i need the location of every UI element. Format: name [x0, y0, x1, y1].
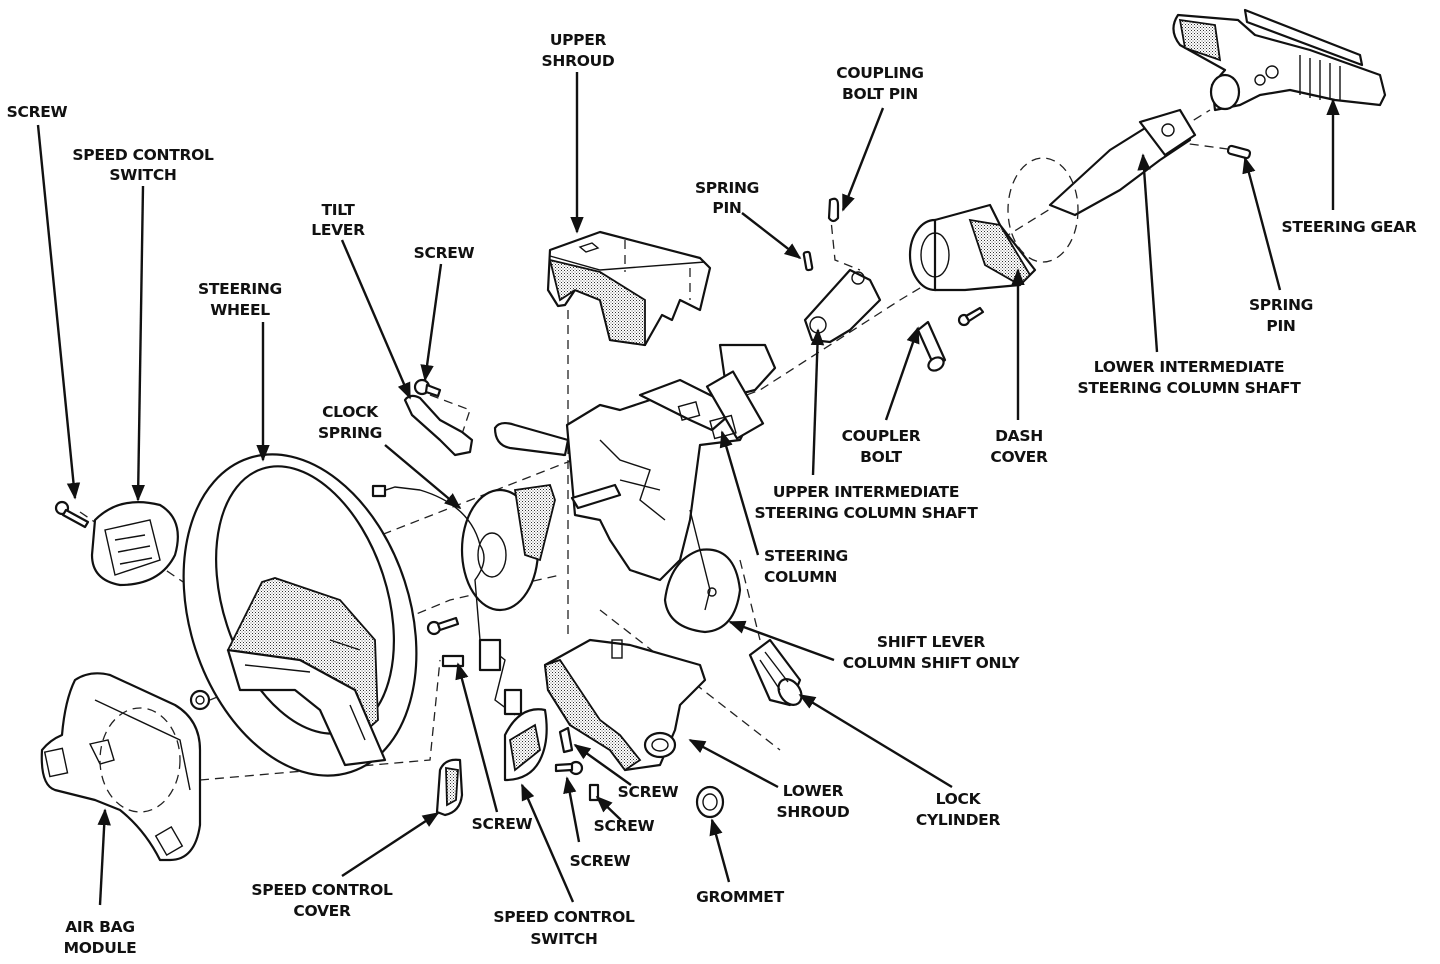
speed-control-switch-bottom-part[interactable]: [503, 708, 548, 782]
grommet-part[interactable]: [695, 785, 725, 819]
upper-intermediate-shaft-part[interactable]: [803, 268, 882, 344]
coupler-bolt-part[interactable]: [916, 320, 947, 373]
steering-gear-part[interactable]: [1172, 8, 1387, 112]
coupling-bolt-pin-part[interactable]: [827, 197, 840, 223]
screw-c-part[interactable]: [558, 726, 574, 754]
label-grommet: GROMMET: [696, 888, 784, 906]
label-steering-gear: STEERING GEAR: [1281, 218, 1416, 236]
clock-spring-part[interactable]: [371, 484, 556, 716]
label-screw-d: SCREW: [472, 815, 533, 833]
tilt-lever-part[interactable]: [403, 394, 474, 457]
label-screw-b: SCREW: [594, 817, 655, 835]
screw-b-part[interactable]: [441, 654, 465, 668]
label-screw-left: SCREW: [7, 103, 68, 121]
label-screw-c: SCREW: [570, 852, 631, 870]
speed-control-switch-left-part[interactable]: [90, 501, 179, 587]
shift-lever-part[interactable]: [663, 509, 742, 634]
lower-intermediate-shaft-part[interactable]: [1007, 108, 1197, 263]
speed-control-cover-part[interactable]: [435, 758, 464, 817]
lower-shroud-part[interactable]: [543, 638, 707, 772]
screw-e-part[interactable]: [588, 783, 600, 802]
screw-d-part[interactable]: [554, 760, 584, 776]
steering-wheel-part[interactable]: [144, 424, 455, 806]
screw-left-part[interactable]: [54, 500, 90, 529]
spring-pin-upper-part[interactable]: [802, 250, 814, 272]
label-screw-a: SCREW: [618, 783, 679, 801]
leader-lines: [36, 72, 1340, 906]
dash-cover-part[interactable]: [908, 203, 1037, 327]
steering-column-part[interactable]: [493, 343, 777, 582]
air-bag-module-part[interactable]: [40, 672, 202, 862]
screw-tilt-part[interactable]: [413, 378, 442, 398]
spring-pin-lower-part[interactable]: [1226, 144, 1252, 160]
label-screw-tilt: SCREW: [414, 244, 475, 262]
screw-a-part[interactable]: [426, 616, 460, 636]
steering-wheel-nut-part[interactable]: [189, 689, 211, 711]
lock-cylinder-part[interactable]: [748, 638, 806, 709]
upper-shroud-part[interactable]: [546, 230, 712, 347]
